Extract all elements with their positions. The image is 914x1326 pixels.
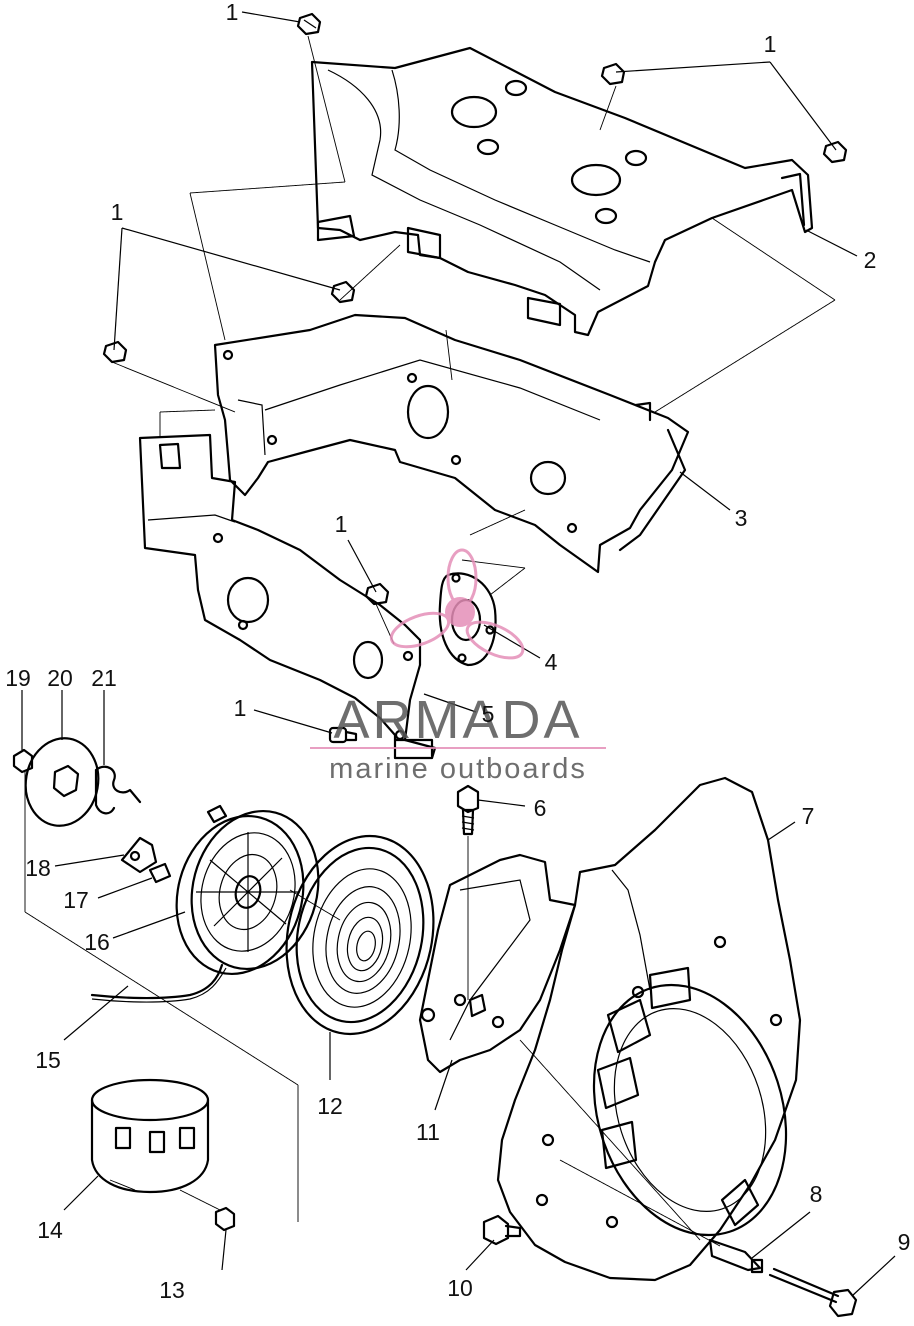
part-2-upper-cover (310, 46, 814, 337)
part-1-bolt-mid-left (330, 280, 356, 304)
part-15-starter-rope (90, 963, 227, 1003)
part-20-washer-plate (24, 737, 100, 827)
part-5-side-bracket (138, 433, 437, 760)
callout-5: 5 (482, 701, 495, 727)
part-1-bolt-top (296, 12, 322, 36)
part-14-collar (90, 1078, 210, 1194)
assembly-guide-lines (24, 35, 836, 1247)
part-8-clip (708, 1238, 764, 1274)
callout-8: 8 (810, 1181, 823, 1207)
leader-lines (21, 11, 896, 1297)
part-7-housing-cover (496, 776, 802, 1282)
part-1-bolt-far-right (822, 140, 848, 164)
callout-13: 13 (159, 1277, 185, 1303)
callout-1-left: 1 (111, 199, 124, 225)
callout-1-upper-right: 1 (764, 31, 777, 57)
callout-14: 14 (37, 1217, 63, 1243)
callout-12: 12 (317, 1093, 343, 1119)
part-10-bolt (482, 1214, 522, 1246)
part-1-bolt-upper-right (600, 62, 626, 86)
part-16-pulley (175, 804, 320, 976)
callout-15: 15 (35, 1047, 61, 1073)
callout-19: 19 (5, 665, 31, 691)
watermark-brand: ARMADA (333, 690, 582, 750)
callout-7: 7 (802, 803, 815, 829)
callout-9: 9 (898, 1229, 911, 1255)
callout-21: 21 (91, 665, 117, 691)
part-13-screw (214, 1206, 236, 1232)
callout-1-lower: 1 (234, 695, 247, 721)
part-19-nut (12, 748, 34, 774)
callout-11: 11 (416, 1119, 440, 1145)
callout-20: 20 (47, 665, 73, 691)
callout-16: 16 (84, 929, 110, 955)
callout-labels: 1 1 1 1 1 2 3 4 5 6 7 8 9 10 11 12 13 14… (5, 0, 910, 1303)
callout-1-bracket: 1 (335, 511, 348, 537)
armada-watermark: ARMADA marine outboards (310, 548, 606, 785)
callout-17: 17 (63, 887, 89, 913)
part-21-spring-clip (94, 765, 142, 815)
part-9-long-bolt (768, 1267, 858, 1318)
callout-2: 2 (864, 247, 877, 273)
part-1-bolt-lower (328, 726, 358, 744)
part-12-recoil-spring (285, 834, 435, 1036)
part-1-bolt-left (102, 340, 128, 364)
part-6-screw (456, 784, 480, 836)
callout-4: 4 (545, 649, 558, 675)
part-18-pawl (120, 836, 158, 874)
part-17-pin (148, 862, 172, 884)
callout-3: 3 (735, 505, 748, 531)
part-3-lower-plate (213, 313, 690, 574)
armada-logo-icon (389, 548, 525, 660)
part-11-starter-bracket (418, 853, 577, 1074)
callout-1-top: 1 (226, 0, 239, 25)
callout-18: 18 (25, 855, 51, 881)
part-1-bolt-bracket (364, 582, 390, 606)
callout-6: 6 (534, 795, 547, 821)
callout-10: 10 (447, 1275, 473, 1301)
watermark-tagline: marine outboards (329, 753, 587, 785)
